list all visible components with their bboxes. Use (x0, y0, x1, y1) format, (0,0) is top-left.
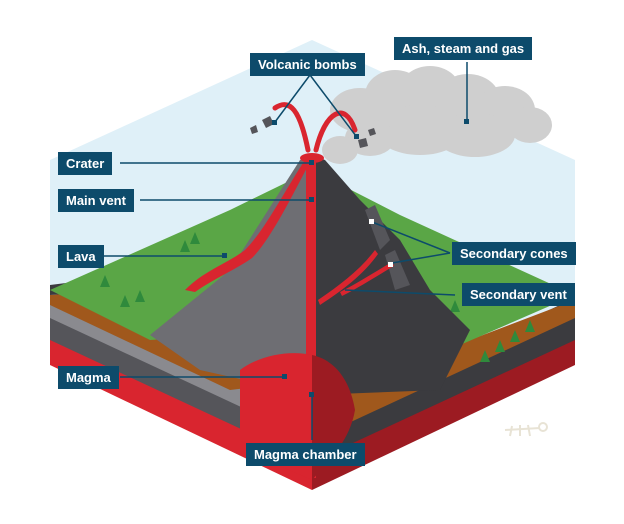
label-ash-steam-gas: Ash, steam and gas (394, 37, 533, 60)
ash-cloud (322, 66, 552, 164)
lava-flow (185, 160, 310, 292)
main-vent (306, 158, 316, 478)
label-ash-steam-gas-text: Ash, steam and gas (402, 41, 525, 56)
crater (300, 153, 324, 163)
trees (100, 232, 535, 362)
label-magma-chamber-text: Magma chamber (254, 447, 357, 462)
bomb-rocks (250, 116, 376, 148)
label-lava-text: Lava (66, 249, 96, 264)
label-main-vent-text: Main vent (66, 193, 126, 208)
label-secondary-vent-text: Secondary vent (470, 287, 567, 302)
label-magma-text: Magma (66, 370, 111, 385)
label-main-vent: Main vent (58, 189, 134, 212)
secondary-vent-2 (340, 262, 394, 296)
label-secondary-vent: Secondary vent (462, 283, 575, 306)
label-crater: Crater (58, 152, 113, 175)
label-secondary-cones-text: Secondary cones (460, 246, 568, 261)
label-secondary-cones: Secondary cones (452, 242, 576, 265)
leader-dots (222, 119, 469, 397)
leader-lines (100, 62, 468, 440)
leader-dots-white (369, 219, 393, 267)
fossil-icon (504, 422, 548, 437)
label-magma-chamber: Magma chamber (246, 443, 365, 466)
label-volcanic-bombs: Volcanic bombs (250, 53, 365, 76)
volcanic-bombs (272, 102, 358, 153)
label-crater-text: Crater (66, 156, 105, 171)
secondary-cone-2 (385, 250, 410, 290)
secondary-cone-1 (365, 205, 390, 250)
label-lava: Lava (58, 245, 104, 268)
label-volcanic-bombs-text: Volcanic bombs (258, 57, 357, 72)
label-magma: Magma (58, 366, 119, 389)
secondary-vent (318, 250, 378, 305)
